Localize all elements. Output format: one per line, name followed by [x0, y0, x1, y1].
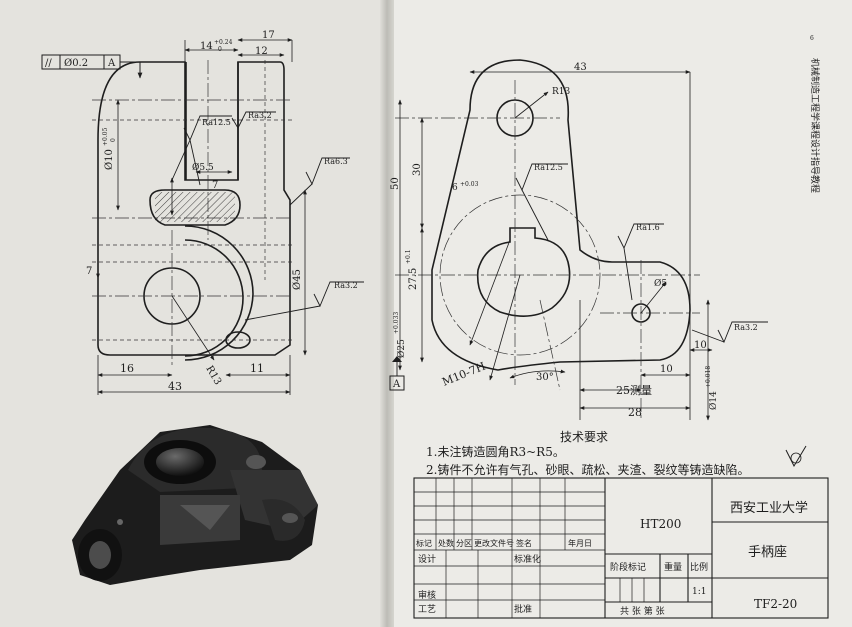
right-view: 6 机械制造工程学课程设计指导教程	[389, 35, 821, 421]
left-outline	[97, 61, 291, 361]
dim-7a: 7	[86, 266, 92, 277]
phantom-circle	[439, 194, 601, 356]
dim-27-5: 27.5	[408, 268, 419, 290]
dim-d10-tol-up: +0.05	[102, 127, 109, 146]
dim-17: 17	[262, 30, 275, 41]
dim-11: 11	[250, 362, 264, 375]
school-name: 西安工业大学	[730, 500, 808, 516]
roughness-ra6-3: Ra6.3	[324, 157, 348, 166]
right-roughness-marks	[515, 163, 768, 344]
tech-req-line2: 2.铸件不允许有气孔、砂眼、疏松、夹渣、裂纹等铸造缺陷。	[426, 462, 749, 477]
dim-7b: 7	[212, 180, 218, 191]
roughness-r-ra3-2: Ra3.2	[734, 323, 758, 332]
dim-14: 14	[200, 41, 213, 52]
title-block: HT200 西安工业大学 手柄座 TF2-20 标记 处数 分区 更改文件号 签…	[413, 477, 829, 619]
dim-43-top: 43	[574, 62, 587, 73]
roughness-r-ra12-5: Ra12.5	[534, 163, 563, 172]
dim-d45: Ø45	[292, 269, 303, 290]
dim-r13: R13	[203, 364, 223, 387]
hdr-count: 处数	[438, 538, 454, 548]
roughness-ra1-6: Ra1.6	[636, 223, 660, 232]
thread-m10: M10-7H	[440, 360, 487, 389]
roughness-ra3-2-top: Ra3.2	[248, 111, 272, 120]
sheet-count: 共 张 第 张	[620, 605, 665, 617]
dim-d25: Ø25	[396, 339, 407, 358]
iso-render	[72, 425, 318, 585]
hdr-stage: 阶段标记	[610, 561, 646, 573]
dim-6-tol: +0.03	[460, 181, 479, 188]
left-dim-lines	[96, 38, 307, 395]
hdr-scale: 比例	[690, 561, 708, 573]
drawing-number: TF2-20	[754, 597, 797, 611]
hdr-weight: 重量	[664, 561, 682, 573]
side-book-title: 机械制造工程学课程设计指导教程	[809, 58, 821, 193]
dim-d10: Ø10	[104, 149, 115, 170]
row-process: 工艺	[418, 604, 436, 615]
tech-requirements: 技术要求 1.未注铸造圆角R3~R5。 2.铸件不允许有气孔、砂眼、疏松、夹渣、…	[426, 430, 807, 477]
dim-d14-tol: +0.018	[705, 366, 712, 388]
hdr-doc: 更改文件号	[474, 538, 514, 548]
roughness-overall-mark	[785, 445, 807, 468]
left-view: // Ø0.2 A	[41, 30, 364, 395]
page-corner-mark: 6	[810, 35, 814, 42]
page-fold	[380, 0, 394, 627]
right-outline	[431, 59, 691, 371]
angle-30: 30°	[536, 372, 554, 383]
tech-req-title: 技术要求	[560, 430, 608, 444]
parallel-symbol: //	[45, 58, 52, 69]
hdr-zone: 分区	[456, 539, 472, 548]
row-review: 审核	[418, 589, 436, 601]
dim-d5-5: Ø5.5	[192, 162, 214, 173]
dim-16: 16	[120, 362, 134, 375]
material: HT200	[640, 517, 681, 531]
left-roughness-marks	[171, 111, 364, 321]
dim-10-bottom: 10	[660, 364, 673, 375]
dim-27-5-tol: +0.1	[405, 249, 412, 264]
hdr-mark: 标记	[416, 538, 432, 548]
dim-14-tol-up: +0.24	[214, 39, 233, 46]
dim-12: 12	[255, 46, 268, 57]
datum-ref: A	[107, 58, 116, 69]
tolerance-value: Ø0.2	[64, 58, 88, 69]
row-design: 设计	[418, 553, 436, 565]
dim-50: 50	[390, 177, 401, 190]
row-standard: 标准化	[514, 553, 541, 565]
right-dim-lines	[398, 70, 713, 421]
dim-25-measure: 25测量	[616, 384, 652, 397]
section-hatch	[155, 192, 235, 222]
dim-6: 6	[452, 183, 458, 193]
right-center-lines	[395, 80, 700, 420]
tolerance-frame: // Ø0.2 A	[41, 54, 143, 79]
dim-10-right: 10	[694, 340, 707, 351]
dim-14-tol-low: 0	[218, 46, 222, 53]
dim-d14: Ø14	[708, 391, 719, 410]
tech-req-line1: 1.未注铸造圆角R3~R5。	[426, 444, 565, 459]
hdr-sign: 签名	[516, 538, 532, 548]
dim-d10-tol-low: 0	[110, 138, 117, 142]
dim-r13-top: R13	[552, 87, 571, 97]
dim-d25-tol: +0.033	[393, 312, 400, 334]
hdr-date: 年月日	[568, 538, 592, 548]
datum-a: A	[392, 379, 401, 390]
left-thin-lines	[92, 60, 292, 365]
dim-30: 30	[412, 163, 423, 176]
scale-value: 1:1	[692, 587, 706, 597]
roughness-ra12-5: Ra12.5	[202, 118, 231, 127]
roughness-ra3-2-side: Ra3.2	[334, 281, 358, 290]
row-approve: 批准	[514, 603, 532, 615]
dim-28: 28	[628, 406, 642, 419]
dim-d5: Ø5	[654, 278, 667, 289]
dim-43: 43	[168, 380, 182, 393]
part-name: 手柄座	[748, 545, 787, 560]
